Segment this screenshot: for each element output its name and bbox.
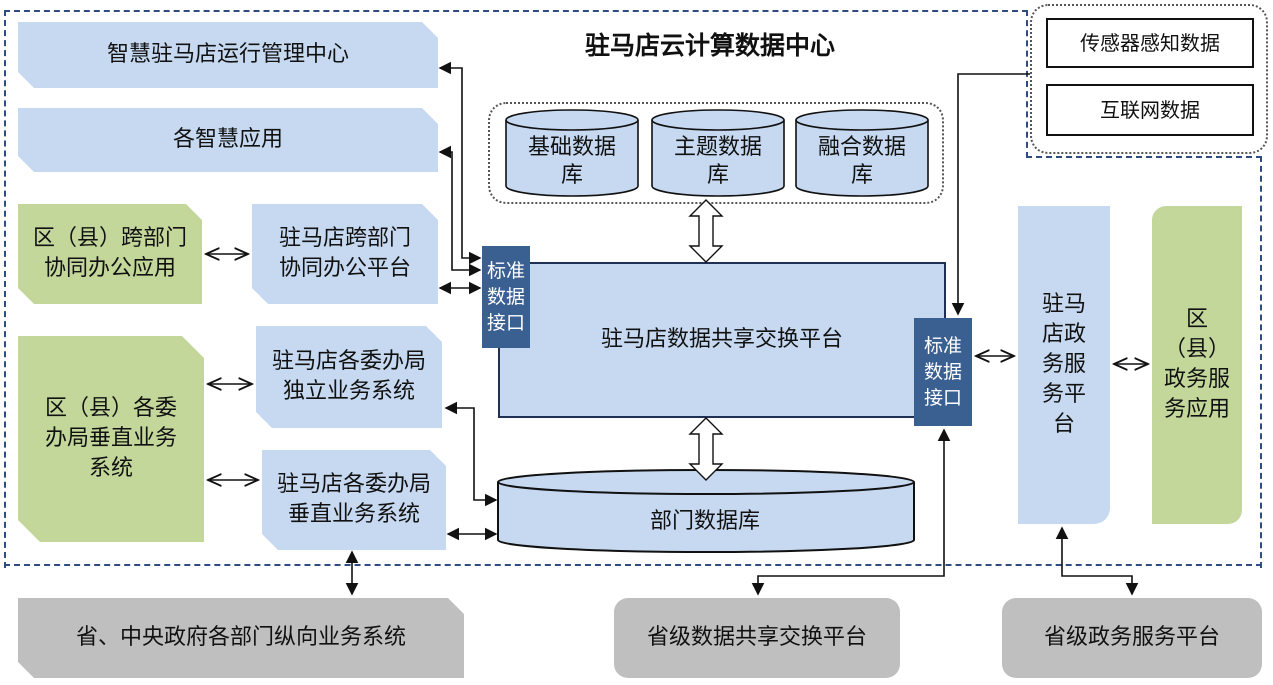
dept-db-label: 部门数据库 [649,509,760,534]
ops-center-box: 智慧驻马店运行管理中心 [18,22,438,88]
external-data-group [1030,4,1268,154]
city-independent-systems-box: 驻马店各委办局独立业务系统 [256,326,442,428]
datacenter-boundary-vert [1026,10,1028,158]
smart-apps-connector [438,145,482,277]
exchange-platform: 驻马店数据共享交换平台 [498,262,946,418]
interface-left: 标准数据接口 [482,246,530,348]
external-data-connector [951,73,1030,316]
county-gov-service-app-box: 区（县）政务服务应用 [1152,206,1242,524]
provincial-gov-service-box: 省级政务服务平台 [1002,598,1262,678]
ops-center-connector [438,61,482,265]
interface-right: 标准数据接口 [914,318,972,426]
city-vertical-systems-box: 驻马店各委办局垂直业务系统 [262,450,446,550]
city-gov-service-platform-box: 驻马店政务服务平台 [1018,206,1110,524]
internet-data-box: 互联网数据 [1046,84,1254,136]
datacenter-boundary-bottom [4,564,1262,566]
independent-to-dept-db-connector [444,401,498,507]
datacenter-boundary [4,10,1028,568]
database-group [488,102,944,204]
base-db-cylinder [505,109,639,197]
base-db-label: 基础数据库 [527,135,616,188]
smart-apps-box: 各智慧应用 [18,108,438,172]
datacenter-boundary-right [1026,156,1262,568]
theme-db-cylinder [651,109,785,197]
db-group-to-platform-arrow [688,199,724,263]
platform-to-dept-db-arrow [688,417,724,481]
gov-platform-to-provincial-connector [1055,526,1139,596]
county-vertical-systems-box: 区（县）各委办局垂直业务系统 [18,336,204,542]
county-collab-app-box: 区（县）跨部门协同办公应用 [18,204,202,304]
provincial-exchange-box: 省级数据共享交换平台 [614,598,900,678]
fusion-db-cylinder [795,109,929,197]
city-collab-platform-box: 驻马店跨部门协同办公平台 [252,204,438,304]
fusion-db-label: 融合数据库 [817,135,906,188]
provincial-central-systems-box: 省、中央政府各部门纵向业务系统 [18,598,464,678]
page-title: 驻马店云计算数据中心 [584,31,835,60]
sensor-data-box: 传感器感知数据 [1046,18,1254,68]
theme-db-label: 主题数据库 [673,135,762,188]
interface-to-provincial-exchange-connector [751,428,951,596]
